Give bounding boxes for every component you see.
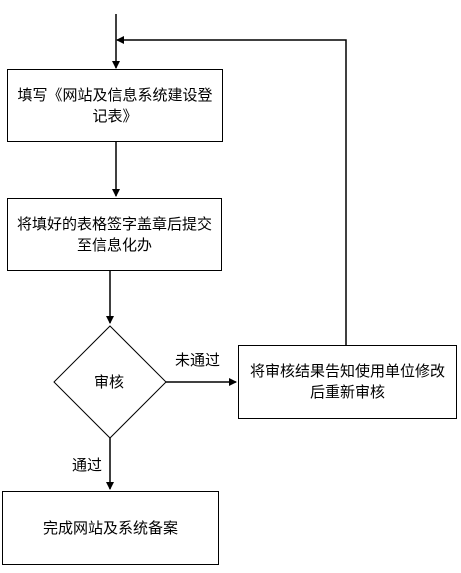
notify-node: 将审核结果告知使用单位修改后重新审核 [238, 345, 457, 419]
fail-edge-label: 未通过 [175, 351, 221, 369]
submit-label: 将填好的表格签字盖章后提交至信息化办 [16, 214, 212, 254]
pass-edge-label: 通过 [72, 456, 103, 474]
loop-back-arrow [116, 36, 347, 345]
review-label: 审核 [94, 373, 125, 391]
complete-label: 完成网站及系统备案 [42, 518, 178, 537]
notify-label: 将审核结果告知使用单位修改后重新审核 [249, 362, 445, 401]
fill-form-label: 填写《网站及信息系统建设登记表》 [17, 85, 213, 125]
submit-node: 将填好的表格签字盖章后提交至信息化办 [7, 198, 222, 271]
complete-node: 完成网站及系统备案 [2, 491, 219, 565]
fill-form-node: 填写《网站及信息系统建设登记表》 [7, 69, 223, 142]
